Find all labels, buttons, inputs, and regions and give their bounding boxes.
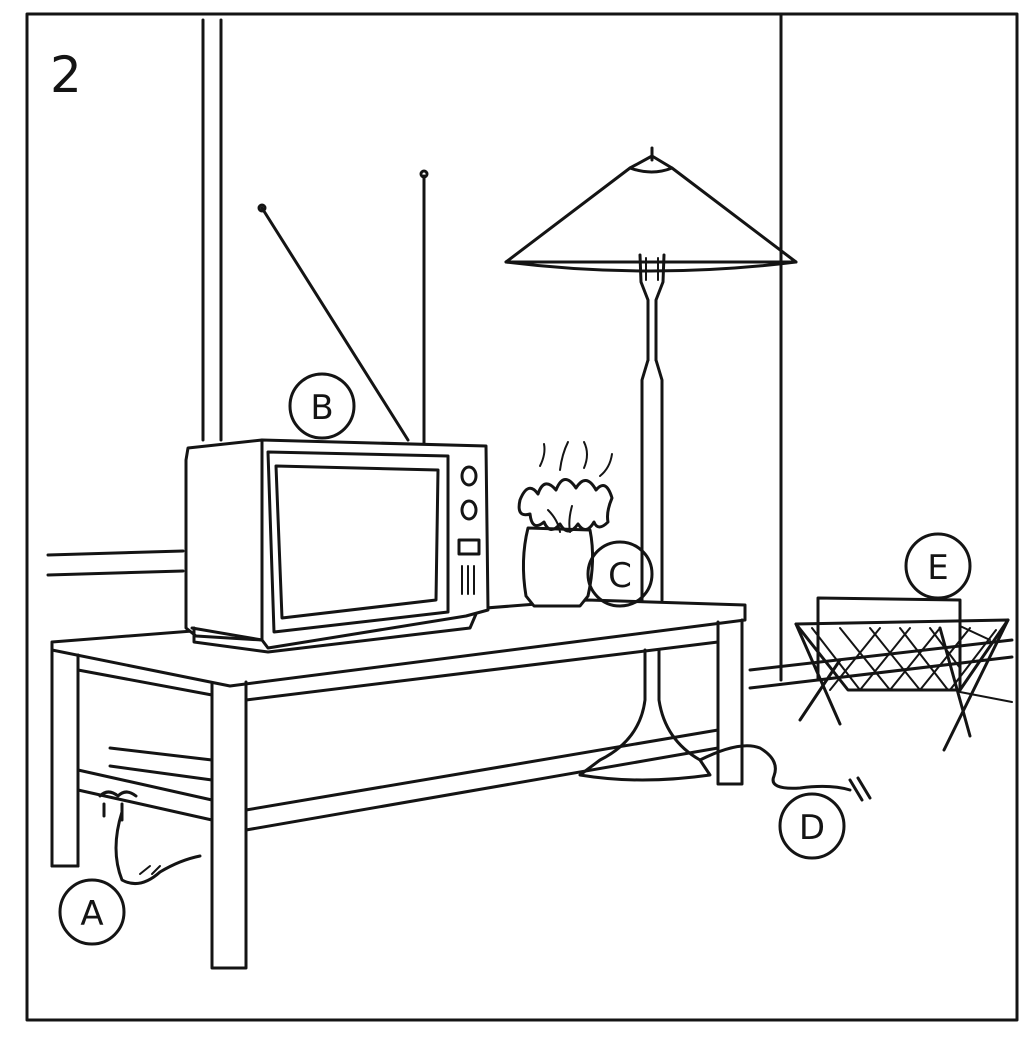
callout-a: A — [58, 878, 126, 946]
baseboard — [46, 549, 1014, 703]
window-frame — [201, 12, 783, 682]
coffee-table — [50, 598, 747, 970]
callout-d: D — [778, 792, 846, 860]
callout-e: E — [904, 532, 972, 600]
lamp-cord — [698, 744, 872, 802]
outlet-and-cord — [98, 790, 202, 886]
svg-text:E: E — [927, 548, 948, 588]
svg-text:C: C — [608, 556, 632, 596]
potted-plant — [517, 441, 614, 608]
svg-text:B: B — [310, 388, 333, 428]
floor-lamp — [504, 146, 798, 782]
panel-number: 2 — [50, 46, 82, 104]
panel-frame — [25, 12, 1019, 1022]
television — [184, 438, 490, 654]
callout-b: B — [288, 372, 356, 440]
svg-text:A: A — [80, 894, 103, 934]
svg-text:D: D — [799, 808, 825, 848]
callout-c: C — [586, 540, 654, 608]
tv-antenna — [257, 169, 429, 446]
magazine-rack — [794, 596, 1010, 752]
